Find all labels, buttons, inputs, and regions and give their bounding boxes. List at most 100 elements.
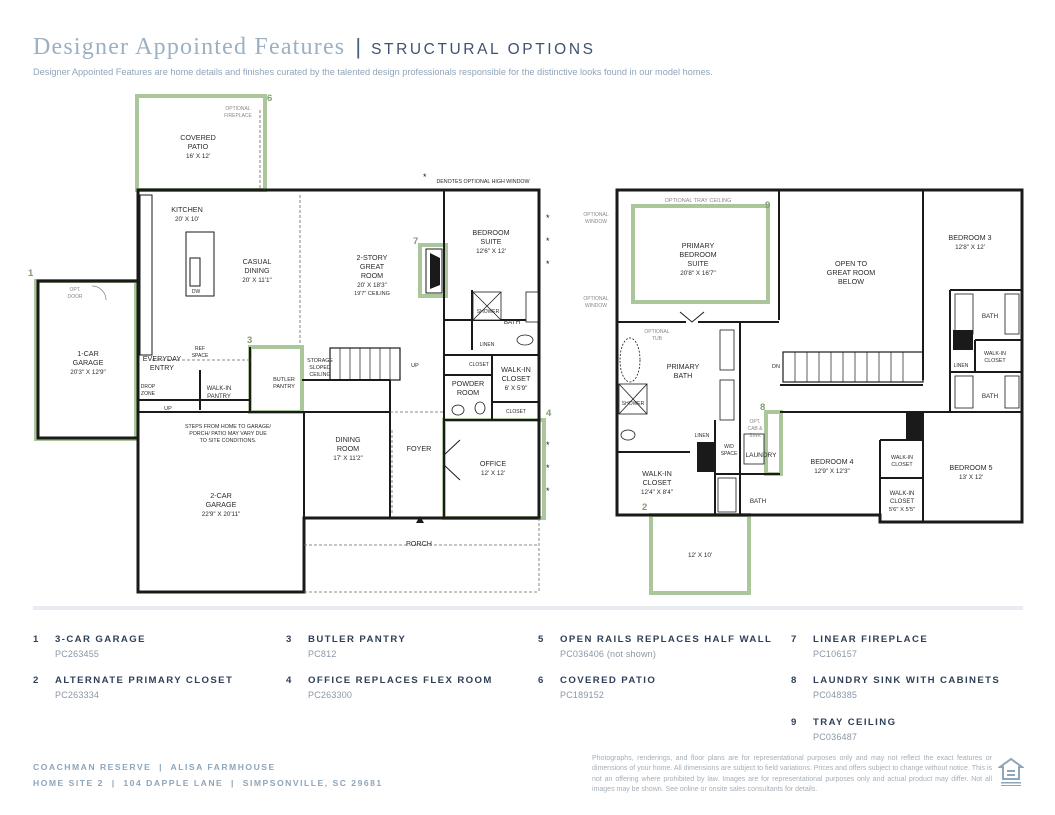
dims-primary-suite: 20'8" X 16'7" [680,270,716,277]
vanity [525,291,539,323]
label-primary-suite: BEDROOM [679,250,716,259]
label-bedroom-suite: BEDROOM [472,228,509,237]
label-opt-cab-sink: SINK [749,433,761,439]
label-butler-pantry: BUTLER [273,377,295,383]
dims-bedroom-3: 12'8" X 12' [955,244,985,251]
label-2-car-garage: 2-CAR [210,491,232,500]
door-swing [443,439,461,456]
label-opt-cab-sink: CAB & [747,426,763,432]
option-number: 6 [538,675,545,686]
label-powder-room: POWDER [452,379,484,388]
label-ref-space: SPACE [192,353,209,359]
toilet [451,404,465,416]
label-walk-in-closet-b: CLOSET [891,462,913,468]
option-number: 3 [286,634,293,645]
note-optional-fireplace: FIREPLACE [224,113,252,119]
label-kitchen: KITCHEN [171,205,203,214]
callout-4: 4 [546,408,552,419]
dims-walk-in-closet: 6' X 5'9" [505,385,528,392]
door-swing [443,464,461,481]
label-storage: STORAGE [307,358,333,364]
steps-note: TO SITE CONDITIONS. [200,438,257,444]
label-powder-room: ROOM [457,388,479,397]
cooktop [189,257,201,287]
toilet [516,334,534,346]
label-walk-in-closet: CLOSET [502,374,531,383]
floor-plans: * * * * * * * COVERED PATIO 16' X 12' OP… [28,93,1024,595]
label-1-car-garage: 1-CAR [77,349,99,358]
option-outline-tray-ceiling [631,204,770,304]
option-item: 3 BUTLER PANTRY PC812 [286,634,536,659]
label-optional-window: WINDOW [585,219,607,225]
section-divider [33,606,1023,610]
label-open-to-great-room: GREAT ROOM [827,268,875,277]
label-walk-in-closet-a: WALK-IN [984,351,1006,357]
high-window-note: DENOTES OPTIONAL HIGH WINDOW [436,179,529,185]
label-optional-window-2: OPTIONAL [583,296,609,302]
dims-bedroom-suite: 12'6" X 12' [476,248,506,255]
label-linen-a: LINEN [954,363,969,369]
page-subtitle: Designer Appointed Features are home det… [33,67,713,77]
label-everyday-entry: ENTRY [150,363,174,372]
door-swing [91,285,107,301]
label-butler-pantry: PANTRY [273,384,295,390]
community-info: COACHMAN RESERVE | ALISA FARMHOUSE HOME … [33,759,383,791]
option-number: 2 [33,675,40,686]
label-opt-door: OPT. [69,287,80,293]
label-tray-ceiling: OPTIONAL TRAY CEILING [665,198,732,204]
option-name: BUTLER PANTRY [308,634,407,645]
dims-2-car-garage: 22'9" X 20'11" [202,511,241,518]
dims-covered-patio: 16' X 12' [186,153,210,160]
label-walk-in-closet-c: WALK-IN [890,491,915,497]
label-primary-suite: PRIMARY [682,241,715,250]
label-bedroom-suite: SUITE [480,237,501,246]
option-code: PC106157 [813,649,858,659]
label-bath-c: BATH [750,498,767,505]
label-office: OFFICE [480,459,507,468]
home-site-address: HOME SITE 2 | 104 DAPPLE LANE | SIMPSONV… [33,778,383,788]
label-bath-b: BATH [982,393,999,400]
dims-primary-closet: 12'4" X 8'4" [641,489,673,496]
label-casual-dining: CASUAL [243,257,272,266]
callout-2: 2 [642,502,647,513]
callout-7: 7 [413,236,418,247]
label-dining-room: ROOM [337,444,359,453]
label-primary-bath: PRIMARY [667,362,700,371]
option-name: OPEN RAILS REPLACES HALF WALL [560,634,773,645]
toilet [620,429,636,441]
dims-great-room: 20' X 18'3" [357,282,387,289]
tub [954,293,974,335]
label-optional-window: OPTIONAL [583,212,609,218]
option-code: PC189152 [560,690,605,700]
option-code: PC263334 [55,690,100,700]
steps-note: STEPS FROM HOME TO GARAGE/ [185,424,272,430]
dims-alternate-closet: 12' X 10' [688,552,712,559]
option-code: PC812 [308,649,337,659]
label-drop-zone: DROP [141,384,156,390]
label-2-car-garage: GARAGE [206,500,237,509]
front-entry-marker [416,516,424,523]
label-closet-2: CLOSET [506,409,526,415]
linen-shelf [697,442,714,472]
ceiling-great-room: 19'7" CEILING [354,291,390,297]
label-primary-closet: WALK-IN [642,469,672,478]
vanity [1004,293,1020,335]
label-wd-space: SPACE [721,451,738,457]
garage-1car-wall [36,279,138,440]
label-primary-closet: CLOSET [643,478,672,487]
equal-housing-opportunity-icon [998,757,1024,786]
option-code: PC048385 [813,690,858,700]
label-great-room: 2-STORY [357,253,388,262]
label-closet: CLOSET [469,362,489,368]
option-name: ALTERNATE PRIMARY CLOSET [55,675,234,686]
floor-plan-first: * * * * * * * COVERED PATIO 16' X 12' OP… [28,93,552,594]
label-drop-zone: ZONE [141,391,156,397]
title-row: Designer Appointed Features | STRUCTURAL… [33,34,1023,61]
option-code: PC263300 [308,690,353,700]
title-separator: | [355,34,362,59]
option-name: LAUNDRY SINK WITH CABINETS [813,675,1001,686]
